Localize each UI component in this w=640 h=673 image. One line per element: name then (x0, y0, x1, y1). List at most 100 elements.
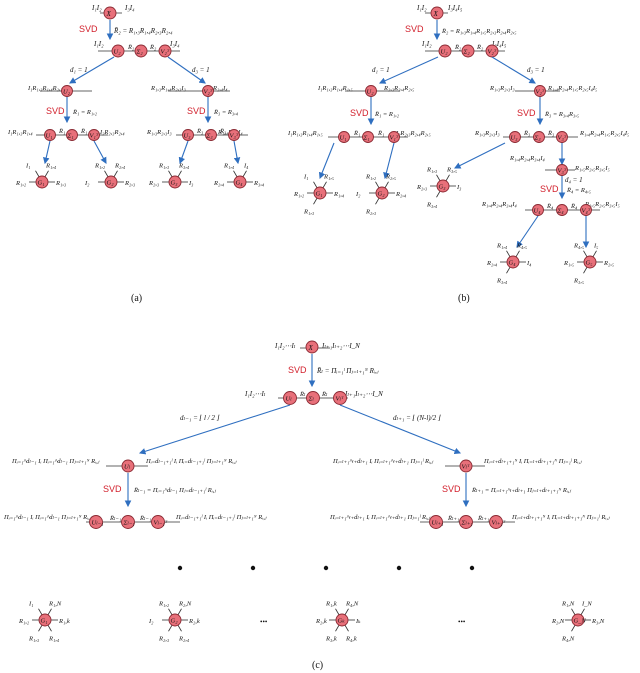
b-svd-1-eq: R̄₂ = R₁,₃R₁,₄R₁,₅R₂,₃R₂,₄R₂,₅ (441, 28, 517, 35)
core-tensor (233, 175, 247, 189)
core-tensor (583, 255, 597, 269)
b-node-x (430, 6, 444, 20)
core-leg-label: I₁ (25, 163, 30, 170)
a-node-x (103, 6, 117, 20)
svg-text:Vₗᵀ: Vₗᵀ (462, 464, 471, 471)
b-lb-right: I₂R₂,₃R₂,₄R₂,₅ (395, 130, 431, 137)
chain-bond-label: R̄₂ (454, 44, 462, 51)
core-leg-label: R₁,₄ (496, 243, 508, 250)
chain-bond-label: R̄₂ (149, 44, 157, 51)
a-lb-left: I₁R₁,₃R₁,₄ (7, 129, 33, 136)
c-node-x (305, 340, 319, 354)
core-leg-label: R₄,N (561, 635, 575, 642)
core-leg-label: R₁,₃ (55, 180, 66, 187)
chain-node (182, 129, 194, 141)
core-tensor (335, 613, 349, 627)
b-svd-right: SVD (517, 108, 536, 118)
a-svd-1-eq: R̄₂ = R₁,₃R₁,₄R₂,₃R₂,₄ (113, 27, 173, 35)
c-lb-right: Πᵢ₌dₗ₋₁₊₁ˡ Iᵢ Πᵢ₌dₗ₋₁₊₁ˡ Πⱼ₌ₗ₊₁ᴺ Rᵢ,ⱼ (175, 514, 267, 521)
core-tensor (38, 613, 52, 627)
core-name: G₂ (107, 180, 115, 187)
core-leg-label: R₂,₃ (148, 180, 159, 187)
b-svd-4: SVD (540, 184, 559, 194)
core-leg-label: R₂,₄ (213, 180, 225, 187)
chain-node-label: Vₗ₊₁ᵀ (492, 520, 506, 527)
chain-node (205, 129, 217, 141)
chain-node-label: U₄ (534, 208, 542, 215)
b-d1: d₁ = 1 (372, 66, 390, 74)
core-leg-label: R₂,₄ (486, 260, 498, 267)
core-leg-label: I_N (581, 601, 592, 608)
core-tensor (506, 255, 520, 269)
core-leg-label: R₁,₃ (426, 167, 437, 174)
chain-node (89, 515, 103, 529)
chain-bond-label: R̄₁ (353, 130, 360, 137)
chain-node (556, 131, 568, 143)
core-leg-label: R₁,₂ (293, 191, 305, 198)
core-leg-label: R₁,k (325, 601, 337, 608)
chain-node (66, 129, 78, 141)
core-leg-label: R₃,₅ (573, 277, 584, 284)
chain-node-label: Σ₁ (67, 133, 74, 140)
dot (250, 565, 256, 571)
core-name: G₃ (439, 184, 446, 191)
core-name: G₅ (586, 260, 593, 267)
chain-node (489, 515, 503, 529)
chain-node (509, 131, 521, 143)
b-svd-left: SVD (350, 108, 369, 118)
panel-a: I₁I₂ I₃I₄ X SVD R̄₂ = R₁,₃R₁,₄R₂,₃R₂,₄ I… (7, 4, 265, 304)
svg-text:V₃ᵀ: V₃ᵀ (558, 168, 567, 175)
panel-c: I₁I₂⋯Iₗ Iₗ₊₁Iₗ₊₂⋯I_N X SVD R̄ₗ = Πᵢ₌₁ˡ Π… (3, 340, 610, 671)
core-leg-label: R₂,₃ (365, 208, 376, 215)
core-leg-label: R₃,₄ (253, 180, 265, 187)
chain-node-label: U₃ (511, 135, 518, 142)
chain-node (151, 515, 165, 529)
chain-node (556, 204, 568, 216)
chain-bond-label: R̄ₗ₋₁ (139, 515, 151, 522)
c-row2-left: I₁I₂⋯Iₗ (244, 390, 266, 398)
b-rb-right: R₁,₄R₂,₄R₁,₅R₂,₅I₄I₅ (579, 130, 629, 137)
core-leg-label: I₁ (28, 601, 33, 608)
b-svd-1: SVD (405, 24, 424, 34)
core-name: G₁ (41, 618, 48, 625)
c-left-r: Πᵢ₌dₗ₋₁₊₁ˡ Iᵢ Πᵢ₌dₗ₋₁₊₁ˡ Πⱼ₌ₗ₊₁ᴺ Rᵢ,ⱼ (145, 458, 237, 465)
core-leg-label: R₁,₂ (15, 180, 27, 187)
a-row2-right: I₃I₄ (169, 40, 180, 48)
caption-a: (a) (131, 293, 142, 304)
chain-bond-label: R̄₄ (546, 203, 554, 210)
a-rb-left: R₁,₃R₂,₃I₃ (146, 129, 172, 136)
chain-node-label: V₄ᵀ (582, 208, 591, 215)
core-leg-label: I₂ (148, 618, 154, 625)
chain-node (228, 129, 240, 141)
a-left-top: I₁R₁,₃R₁,₄R₂,₃R₂,₄ (27, 85, 74, 92)
chain-node-label: Σ₂ (463, 49, 471, 56)
a-d3: d₃ = 1 (192, 66, 210, 74)
core-leg-label: R₃,₄ (496, 277, 508, 284)
svg-text:V₂ᵀ: V₂ᵀ (204, 89, 213, 96)
core-leg-label: R₁,₄ (333, 191, 345, 198)
chain-node-label: Σₗ (308, 396, 315, 403)
chain-node-label: Σ₃ (206, 133, 213, 140)
chain-node-label: Σₗ₋₁ (123, 520, 135, 527)
chain-node-label: Σ₂ (136, 49, 144, 56)
core-leg-label: I₁ (303, 174, 308, 181)
b-left-top: I₁R₁,₃R₁,₄R₁,₅ (317, 85, 353, 92)
a-svd-right: SVD (187, 106, 206, 116)
core-leg-label: R₃,₅ (446, 167, 457, 174)
core-name: G₂ (378, 191, 386, 198)
core-leg-label: R₂,k (315, 618, 327, 625)
core-leg-label: R₂,₃ (416, 184, 427, 191)
core-leg-label: I₂ (355, 191, 361, 198)
c-right-l: Πᵢ₌ₗ₊₁^ₗ₊dₗ₊₁ Iᵢ Πᵢ₌ₗ₊₁^ₗ₊dₗ₊₁ Πⱼ₌₁ˡ Rᵢ,… (332, 458, 434, 465)
c-ellipsis-1: ••• (260, 618, 268, 626)
a-top-left-label: I₁I₂ (91, 4, 102, 12)
core-leg-label: R₁,₂ (94, 163, 106, 170)
chain-node (338, 131, 350, 143)
core-tensor (168, 613, 182, 627)
b-row4-right: R₁,₅R₂,₅R₃,₅I₅ (584, 201, 620, 208)
